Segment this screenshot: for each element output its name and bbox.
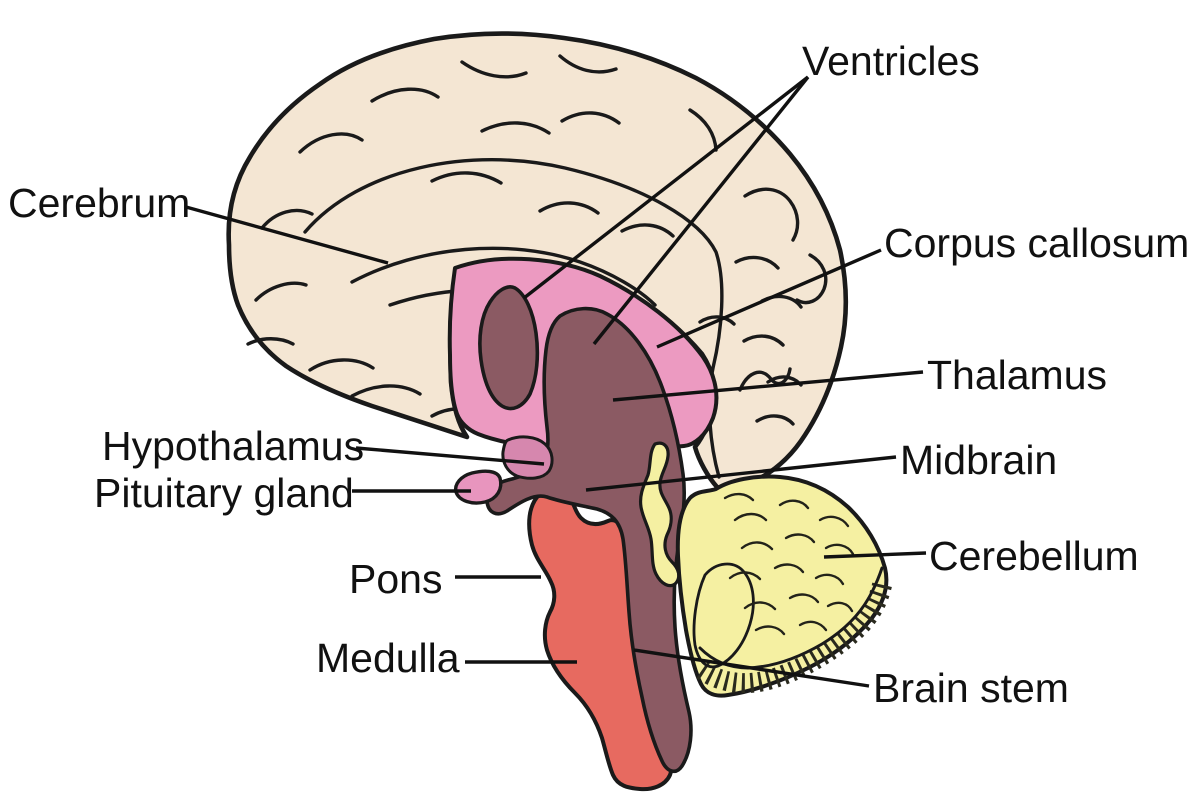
- brainstem-red-shape: [527, 487, 674, 792]
- label-pituitary-gland: Pituitary gland: [94, 470, 354, 516]
- label-hypothalamus: Hypothalamus: [102, 423, 365, 469]
- label-brain-stem: Brain stem: [873, 665, 1069, 711]
- label-medulla: Medulla: [316, 635, 460, 681]
- label-pons: Pons: [349, 556, 443, 602]
- midbrain-pointer-line: [585, 455, 897, 492]
- pituitary-gland-shape: [453, 469, 503, 505]
- cerebellum-striation-band: [696, 578, 893, 694]
- pointer-lines: [185, 75, 927, 688]
- cerebrum-pointer-line: [185, 205, 389, 265]
- lateral-ventricle-shape: [478, 285, 540, 411]
- hypothalamus-shape: [501, 435, 554, 480]
- thalamus-pointer-line: [612, 370, 924, 402]
- label-midbrain: Midbrain: [900, 437, 1058, 483]
- label-corpus-callosum: Corpus callosum: [884, 220, 1190, 266]
- ventricles-pointer-line-2: [592, 75, 810, 346]
- ventricles-pointer-line-1: [522, 75, 810, 300]
- cerebellum-vermis-outline: [692, 562, 755, 669]
- label-thalamus: Thalamus: [927, 352, 1108, 398]
- cerebellum-folia: [723, 492, 855, 636]
- corpus-callosum-pointer-line: [656, 248, 882, 349]
- hypothalamus-pointer-line: [355, 446, 545, 466]
- label-ventricles: Ventricles: [802, 38, 980, 84]
- brain-stem-pointer-line: [633, 648, 870, 688]
- label-cerebellum: Cerebellum: [929, 533, 1139, 579]
- cerebellum-pointer-line: [823, 551, 927, 559]
- label-cerebrum: Cerebrum: [8, 180, 191, 226]
